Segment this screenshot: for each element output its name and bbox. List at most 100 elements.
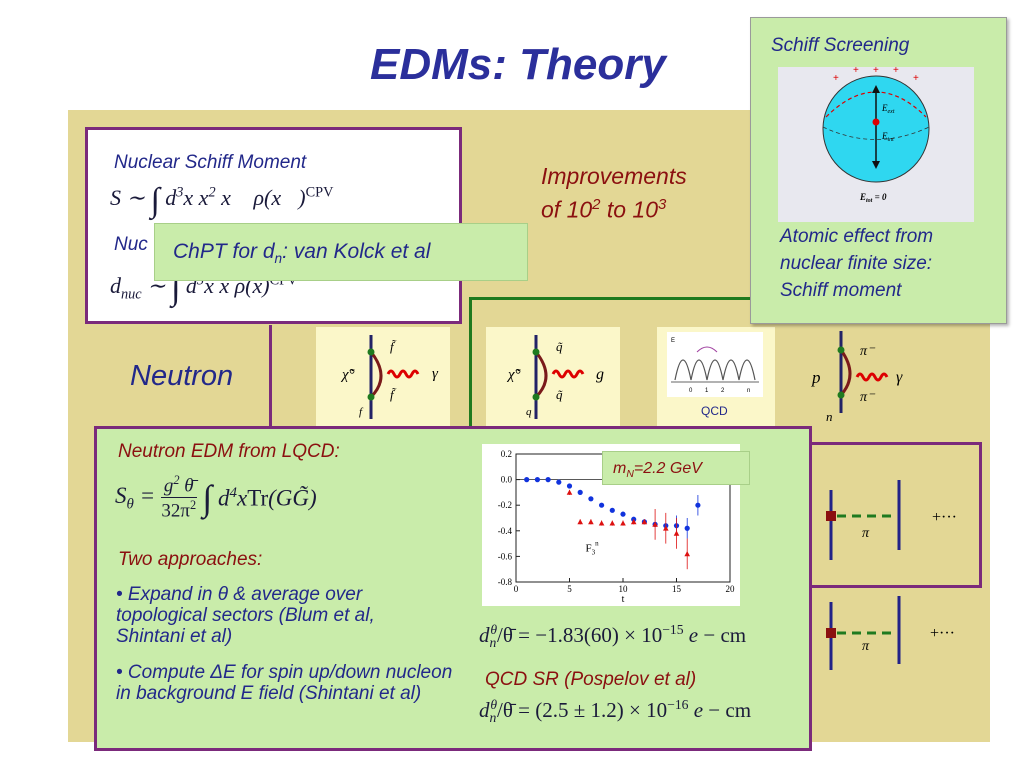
svg-text:γ: γ [432, 366, 439, 382]
diagram-frame [469, 297, 809, 432]
y-tick-label: 0.0 [501, 475, 513, 485]
svg-text:g: g [596, 366, 604, 383]
svg-text:χ̃°: χ̃° [340, 367, 355, 383]
svg-text:q: q [526, 406, 532, 418]
e-tot-label: Etot = 0 [859, 192, 887, 204]
diagram-frame-left [269, 325, 272, 430]
data-point-red [598, 520, 605, 526]
svg-text:p: p [811, 368, 821, 387]
data-point-blue [577, 489, 583, 495]
svg-text:π: π [862, 526, 870, 541]
qcd-vacuum-plot: E 0 1 2 n [667, 332, 763, 397]
svg-text:q̃: q̃ [556, 339, 563, 354]
data-point-red [620, 520, 626, 526]
data-point-red [663, 525, 669, 531]
data-point-blue [534, 477, 540, 483]
y-tick-label: 0.2 [501, 449, 512, 459]
x-tick-label: 15 [672, 584, 682, 594]
schiff-caption-line1: Atomic effect from [780, 226, 934, 247]
data-point-blue [609, 507, 615, 513]
mass-label-box: mN=2.2 GeV [602, 451, 750, 485]
theta-term-formula: Sθ = g2 θ̄ 32π2 ∫ d4xTr(GG̃) [115, 473, 317, 522]
data-point-blue [545, 477, 551, 483]
x-tick-label: 20 [726, 584, 736, 594]
svg-text:+: + [893, 67, 899, 76]
y-tick-label: -0.6 [498, 551, 513, 561]
data-point-blue [620, 511, 626, 517]
chpt-text: ChPT for dn: van Kolck et al [173, 240, 431, 267]
svg-text:χ̃°: χ̃° [506, 367, 521, 383]
sum-rules-result: dnθ/θ̄ = (2.5 ± 1.2) × 10−16 e − cm [479, 697, 752, 726]
nuclear-edm-heading: Nuc [114, 234, 148, 255]
svg-text:+···: +··· [932, 509, 957, 526]
svg-text:π⁻: π⁻ [860, 390, 876, 405]
qcd-vacuum-svg: E 0 1 2 n [671, 338, 759, 394]
schiff-caption-line2: nuclear finite size: [780, 253, 933, 274]
data-point-blue [695, 502, 701, 508]
schiff-atom-svg: + + + + + Eext Eint Etot = 0 [822, 65, 930, 204]
qcd-label: QCD [701, 404, 728, 418]
page-title: EDMs: Theory [370, 40, 666, 89]
data-point-red [652, 521, 658, 527]
feynman-diagram-neutralino: χ̃° f̃ f̃ γ f [316, 327, 450, 427]
svg-text:f̃: f̃ [390, 387, 397, 402]
svg-text:n: n [747, 388, 750, 394]
x-tick-label: 10 [619, 584, 629, 594]
lqcd-box: Neutron EDM from LQCD: Sθ = g2 θ̄ 32π2 ∫… [94, 426, 812, 751]
svg-text:2: 2 [721, 388, 725, 394]
data-point-red [641, 519, 648, 525]
schiff-moment-formula: S ∼ ∫ d3x x2 x⃗ ρ(x⃗)CPV [110, 182, 334, 219]
svg-text:+: + [913, 73, 919, 84]
lqcd-heading: Neutron EDM from LQCD: [118, 441, 340, 462]
nuclear-schiff-heading: Nuclear Schiff Moment [114, 152, 307, 173]
pion-loop-box-1: π +··· [804, 442, 982, 588]
chpt-callout: ChPT for dn: van Kolck et al [154, 223, 528, 281]
schiff-caption-line3: Schiff moment [780, 280, 902, 301]
data-point-red [673, 530, 680, 536]
data-point-red [577, 519, 583, 525]
y-tick-label: -0.8 [498, 577, 513, 587]
approach-bullet-2: • Compute ΔE for spin up/down nucleon in… [116, 662, 453, 704]
two-approaches: Two approaches: [118, 549, 263, 570]
svg-text:+: + [833, 73, 839, 84]
data-point-blue [599, 502, 605, 508]
svg-text:+: + [853, 67, 859, 76]
neutron-label: Neutron [130, 360, 234, 392]
qcd-sr-heading: QCD SR (Pospelov et al) [485, 669, 697, 690]
data-point-red [684, 551, 690, 557]
data-point-blue [684, 525, 690, 531]
svg-text:E: E [671, 338, 675, 344]
svg-text:+: + [873, 67, 879, 76]
svg-text:γ: γ [896, 369, 903, 386]
svg-text:π⁻: π⁻ [860, 344, 876, 359]
data-point-red [609, 520, 616, 526]
lattice-result: dnθ/θ̄ = −1.83(60) × 10−15 e − cm [479, 622, 747, 651]
svg-text:q̃: q̃ [556, 387, 563, 402]
schiff-screening-box: Schiff Screening + + + + + Eext Eint Eto… [750, 17, 1007, 324]
x-tick-label: 0 [514, 584, 519, 594]
feynman-diagram-pion-svg: p π⁻ π⁻ γ n [811, 331, 903, 424]
mass-label: mN=2.2 GeV [613, 460, 702, 481]
svg-text:f: f [359, 406, 364, 418]
data-point-red [566, 489, 573, 495]
qcd-vacuum-box: E 0 1 2 n QCD [657, 327, 775, 427]
pion-loop-svg-1: π +··· [826, 480, 957, 560]
chart-annotation: F3n [586, 539, 600, 556]
x-axis-label: t [622, 594, 625, 605]
feynman-diagram-pion: p π⁻ π⁻ γ n [804, 325, 916, 430]
feynman-diagram-neutralino-svg: χ̃° f̃ f̃ γ f [340, 335, 439, 419]
improvements-line1: Improvements [541, 163, 687, 189]
improvements-line2: of 102 to 103 [541, 196, 667, 223]
svg-text:+···: +··· [930, 625, 955, 642]
svg-text:π: π [862, 639, 870, 654]
y-tick-label: -0.2 [498, 500, 512, 510]
data-point-red [588, 519, 594, 525]
pion-loop-box-2: π +··· [804, 590, 982, 682]
data-point-red [630, 519, 637, 525]
y-tick-label: -0.4 [498, 526, 513, 536]
pion-loop-svg-2: π +··· [826, 596, 955, 670]
feynman-diagram-gluino: χ̃° q̃ q̃ g q [486, 327, 620, 427]
approach-bullet-1: • Expand in θ & average over topological… [116, 584, 375, 647]
feynman-diagram-gluino-svg: χ̃° q̃ q̃ g q [506, 335, 604, 419]
